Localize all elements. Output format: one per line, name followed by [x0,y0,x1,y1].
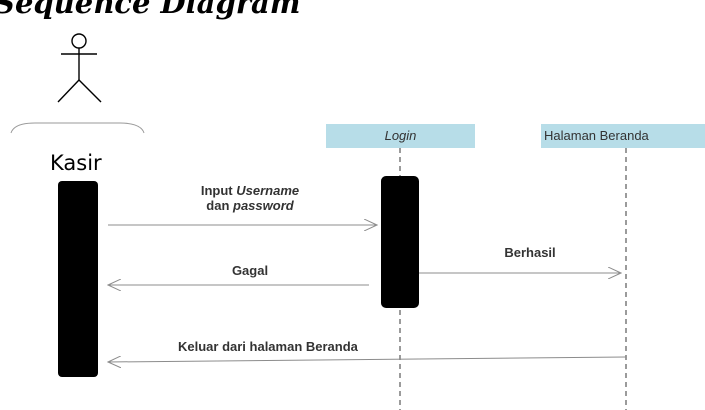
login-activation-bar [381,176,419,308]
kasir-activation-bar [58,181,98,377]
actor-separator-arc [10,122,145,134]
message-text-input: Input [200,183,237,198]
message-label-berhasil: Berhasil [504,245,556,260]
message-label-gagal: Gagal [231,263,269,278]
actor-right-leg [78,79,102,103]
lifeline-header-halaman-beranda: Halaman Beranda [541,124,705,148]
message-label-keluar: Keluar dari halaman Beranda [178,339,358,354]
actor-head [71,33,87,49]
message-text-dan: dan [206,198,234,213]
message-label-line-1: Input Username [150,183,350,198]
actor-stick-figure-icon [57,33,102,103]
actor-name-kasir: Kasir [50,151,102,175]
message-label-input-username: Input Username dan password [150,183,350,213]
message-text-username: Username [236,183,300,198]
actor-left-leg [57,79,80,103]
message-text-password: password [233,198,294,213]
keluar-message-arrow [108,357,627,362]
message-label-line-2: dan password [150,198,350,213]
lifeline-header-login: Login [326,124,475,148]
diagram-heading: Sequence Diagram [0,0,301,20]
